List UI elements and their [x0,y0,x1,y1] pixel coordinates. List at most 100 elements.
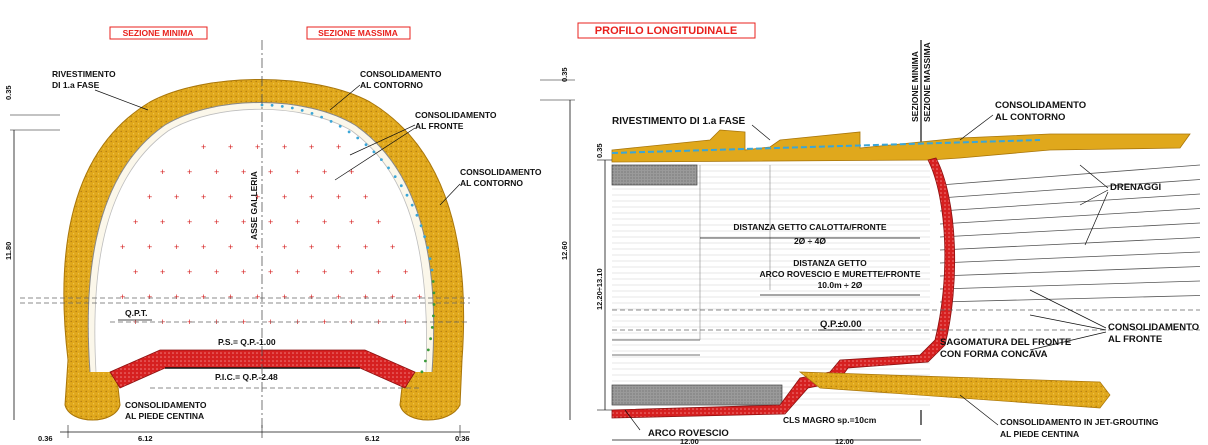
contour-consolidation-dots [260,103,436,374]
drains-label: DRENAGGI [1110,182,1161,193]
consolidation-cross: + [336,142,341,152]
leader-contour-1 [329,84,361,111]
consolidation-cross: + [282,292,287,302]
dim-top-right-value: 0.35 [560,67,569,82]
lp-contour-a: CONSOLIDAMENTO [995,100,1086,111]
lp-front-leader-2 [1029,314,1107,331]
consolidation-cross: + [187,167,192,177]
drain-line [939,266,1201,277]
consolidation-cross: + [174,192,179,202]
contour-dot [393,175,397,179]
contour-dot [372,150,376,154]
consolidation-cross: + [120,242,125,252]
concave-front-shaping [611,157,956,419]
drain-line [939,295,1201,303]
consolidation-cross: + [241,167,246,177]
drain-line [939,164,1201,186]
consolidation-cross: + [349,267,354,277]
contour-consolidation-blue [611,139,1041,154]
contour-dot [424,359,427,363]
dim-b1: 0.36 [38,434,53,443]
dist2-label-a: DISTANZA GETTO [793,258,867,268]
contour-dot [432,303,436,306]
drain-line [939,179,1201,199]
consolidation-cross: + [160,267,165,277]
contour-dot [410,203,414,207]
jet-label-b: AL PIEDE CENTINA [1000,429,1079,439]
profile-title: PROFILO LONGITUDINALE [595,25,737,37]
consolidation-cross: + [322,217,327,227]
drains-leader-3 [1084,191,1109,246]
lining-label: RIVESTIMENTO [52,69,116,79]
contour-dot [364,143,368,147]
dist1-label-b: 2Ø ÷ 4Ø [794,236,826,246]
lp-lining-label: RIVESTIMENTO DI 1.a FASE [612,116,746,127]
consolidation-cross: + [228,292,233,302]
drain-line [939,193,1201,212]
consolidation-cross: + [309,142,314,152]
consolidation-cross: + [403,317,408,327]
consolidation-cross: + [255,142,260,152]
consolidation-cross: + [174,242,179,252]
invert-cast [611,384,783,406]
consolidation-cross: + [241,217,246,227]
contour-dot [431,280,435,283]
contour-dot [329,120,333,123]
contour-dot [430,268,434,272]
contour-dot [270,103,274,107]
consolidation-cross: + [349,167,354,177]
consolidation-cross: + [309,192,314,202]
contour-dot [280,105,284,108]
contour-dot [405,193,409,197]
cross-section: SEZIONE MINIMA SEZIONE MASSIMA +++++++++… [4,26,575,443]
section-min-title: SEZIONE MINIMA [123,28,194,38]
profile-title-box [577,22,756,39]
pic-label: P.I.C.= Q.P.-2.48 [215,372,278,382]
consolidation-cross: + [336,192,341,202]
leader-front-1 [349,124,416,156]
lining-label-2: DI 1.a FASE [52,80,100,90]
lean-concrete-label: CLS MAGRO sp.=10cm [783,415,877,425]
consolidation-cross: + [228,142,233,152]
section-min-title-box [109,26,208,40]
jet-label-a: CONSOLIDAMENTO IN JET-GROUTING [1000,417,1159,427]
consolidation-cross: + [147,192,152,202]
lp-lining-leader [751,124,771,141]
invert-arch [109,349,416,389]
consolidation-cross: + [228,192,233,202]
invert-leader [624,409,641,431]
contour-dot [356,136,360,140]
contour-label-a: CONSOLIDAMENTO [360,69,442,79]
contour-dot [415,213,419,217]
consolidation-cross: + [201,192,206,202]
contour-dot [428,257,432,261]
contour-dot [423,235,426,239]
longitudinal-primary-lining [611,129,1191,163]
consolidation-cross: + [201,242,206,252]
lp-front-leader-1 [1029,289,1107,329]
sez-max-label: SEZIONE MASSIMA [922,42,932,122]
consolidation-cross: + [390,292,395,302]
lp-dim-height: 12.20÷13.10 [595,268,604,310]
lp-front-a: CONSOLIDAMENTO [1108,322,1199,333]
drain-line [939,251,1201,264]
dim-b2: 6.12 [138,434,153,443]
contour-dot [380,158,383,162]
contour-dot [432,291,436,295]
consolidation-cross: + [255,192,260,202]
consolidation-cross: + [390,242,395,252]
consolidation-cross: + [376,217,381,227]
consolidation-cross: + [336,292,341,302]
lp-dim-b2: 12.00 [835,437,854,445]
dim-left-value: 11.80 [4,242,13,260]
contour-dot [426,246,430,250]
consolidation-cross: + [228,242,233,252]
drains-group [939,164,1201,303]
contour-dot [419,224,423,228]
front-label-a: CONSOLIDAMENTO [415,110,497,120]
consolidation-cross: + [201,142,206,152]
drains-leader-1 [1079,164,1109,189]
consolidation-cross: + [295,217,300,227]
consolidation-cross: + [147,292,152,302]
consolidation-cross: + [363,292,368,302]
